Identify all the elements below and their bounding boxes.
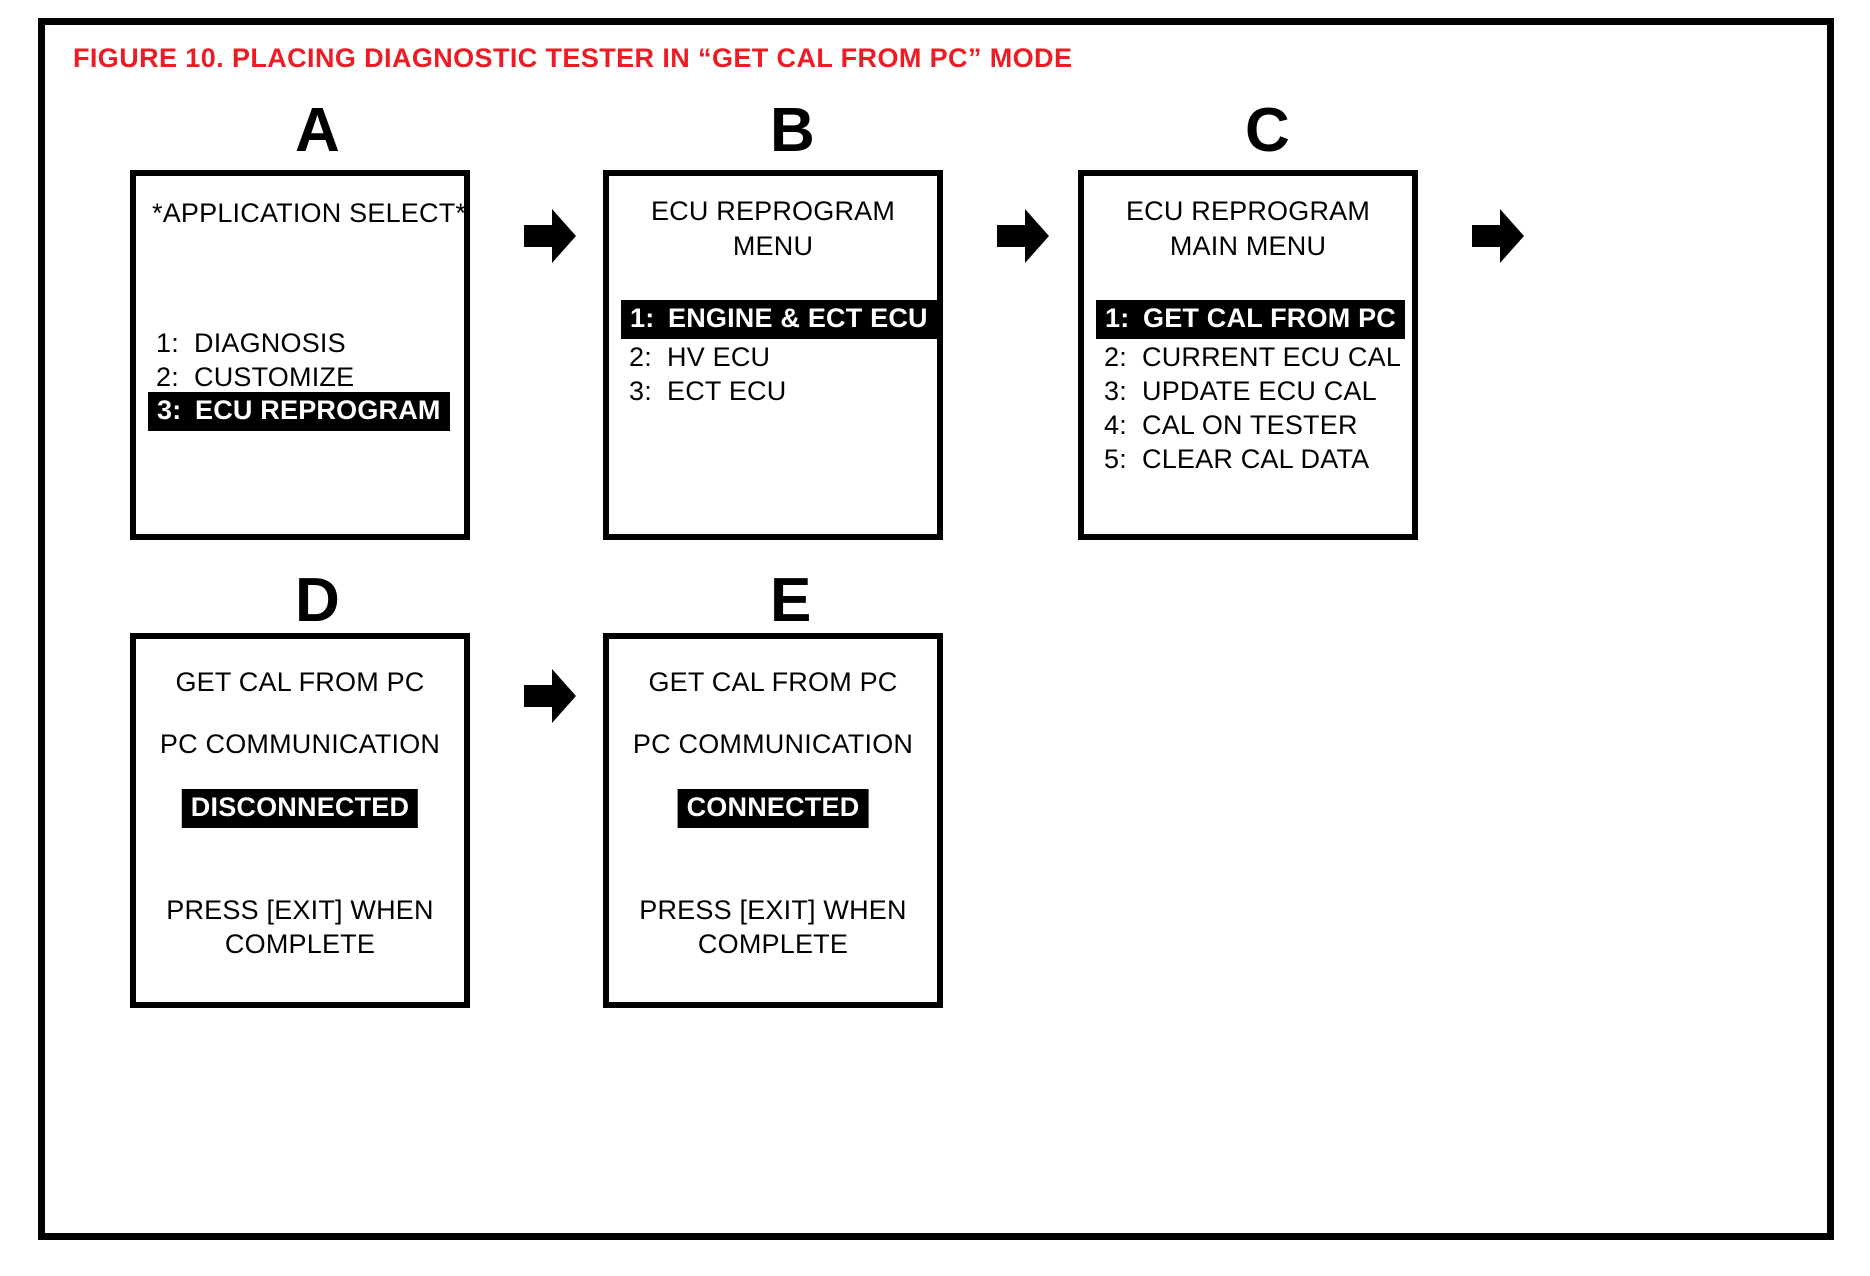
panel-a-title-line-1: *APPLICATION SELECT* (152, 198, 467, 228)
panel-a-item-1-number: 1: (156, 328, 179, 358)
panel-a-item-3-label: ECU REPROGRAM (195, 395, 441, 425)
arrow-a-to-b-icon (522, 205, 578, 267)
panel-d-heading: GET CAL FROM PC (175, 667, 425, 697)
screen-panel-c: ECU REPROGRAM MAIN MENU 1: GET CAL FROM P… (1078, 170, 1418, 540)
panel-c-title-line-2: MAIN MENU (1169, 231, 1327, 261)
panel-e-status-badge: CONNECTED (677, 789, 869, 828)
panel-c-item-4[interactable]: 4: CAL ON TESTER (1104, 410, 1358, 441)
arrow-b-to-c-icon (995, 205, 1051, 267)
panel-c-item-1-number: 1: (1105, 303, 1130, 333)
panel-c-item-1-selected[interactable]: 1: GET CAL FROM PC (1096, 300, 1406, 339)
panel-a-item-2-number: 2: (156, 362, 179, 392)
panel-letter-c: C (1245, 96, 1290, 165)
panel-e-footer-line-2: COMPLETE (697, 929, 849, 959)
panel-b-item-1-number: 1: (630, 303, 655, 333)
panel-a-item-1-label: DIAGNOSIS (194, 328, 346, 358)
panel-c-item-5-number: 5: (1104, 444, 1127, 474)
figure-border: FIGURE 10. PLACING DIAGNOSTIC TESTER IN … (38, 18, 1834, 1240)
panel-b-item-2-label: HV ECU (667, 342, 771, 372)
panel-b-item-2[interactable]: 2: HV ECU (629, 342, 770, 373)
panel-a-item-3-selected[interactable]: 3: ECU REPROGRAM (148, 392, 450, 431)
panel-b-item-2-number: 2: (629, 342, 652, 372)
panel-letter-e: E (770, 566, 812, 635)
panel-a-item-2-label: CUSTOMIZE (194, 362, 355, 392)
panel-b-title-line-1: ECU REPROGRAM (650, 196, 896, 226)
panel-a-item-2[interactable]: 2: CUSTOMIZE (156, 362, 354, 393)
screen-panel-e: GET CAL FROM PC PC COMMUNICATION CONNECT… (603, 633, 943, 1008)
figure-title: FIGURE 10. PLACING DIAGNOSTIC TESTER IN … (73, 43, 1073, 73)
panel-c-item-1-label: GET CAL FROM PC (1143, 303, 1397, 333)
screen-panel-b: ECU REPROGRAM MENU 1: ENGINE & ECT ECU 2:… (603, 170, 943, 540)
panel-b-item-3[interactable]: 3: ECT ECU (629, 376, 786, 407)
panel-b-item-1-label: ENGINE & ECT ECU (668, 303, 928, 333)
panel-c-item-3[interactable]: 3: UPDATE ECU CAL (1104, 376, 1377, 407)
panel-e-footer-line-1: PRESS [EXIT] WHEN (639, 895, 907, 925)
panel-c-item-4-number: 4: (1104, 410, 1127, 440)
panel-b-title-line-2: MENU (732, 231, 814, 261)
panel-e-subheading: PC COMMUNICATION (632, 729, 914, 759)
arrow-c-to-d-icon (1470, 205, 1526, 267)
panel-d-subheading: PC COMMUNICATION (159, 729, 441, 759)
screen-panel-d: GET CAL FROM PC PC COMMUNICATION DISCONN… (130, 633, 470, 1008)
panel-c-item-5-label: CLEAR CAL DATA (1142, 444, 1370, 474)
panel-c-item-3-number: 3: (1104, 376, 1127, 406)
panel-c-item-3-label: UPDATE ECU CAL (1142, 376, 1377, 406)
panel-a-item-3-number: 3: (157, 395, 182, 425)
panel-letter-a: A (295, 96, 340, 165)
panel-c-title-line-1: ECU REPROGRAM (1125, 196, 1371, 226)
screen-panel-a: *APPLICATION SELECT* 1: DIAGNOSIS 2: CUSTO… (130, 170, 470, 540)
panel-b-item-1-selected[interactable]: 1: ENGINE & ECT ECU (621, 300, 937, 339)
panel-d-footer-line-1: PRESS [EXIT] WHEN (166, 895, 434, 925)
panel-c-item-4-label: CAL ON TESTER (1142, 410, 1358, 440)
arrow-d-to-e-icon (522, 665, 578, 727)
panel-c-item-2-label: CURRENT ECU CAL (1142, 342, 1402, 372)
panel-letter-d: D (295, 566, 340, 635)
panel-d-status-badge: DISCONNECTED (181, 789, 419, 828)
panel-c-item-2[interactable]: 2: CURRENT ECU CAL (1104, 342, 1401, 373)
panel-b-item-3-label: ECT ECU (667, 376, 787, 406)
panel-d-footer-line-2: COMPLETE (224, 929, 376, 959)
panel-c-item-5[interactable]: 5: CLEAR CAL DATA (1104, 444, 1369, 475)
panel-b-item-3-number: 3: (629, 376, 652, 406)
panel-c-item-2-number: 2: (1104, 342, 1127, 372)
panel-a-item-1[interactable]: 1: DIAGNOSIS (156, 328, 346, 359)
panel-letter-b: B (770, 96, 815, 165)
panel-e-heading: GET CAL FROM PC (648, 667, 898, 697)
